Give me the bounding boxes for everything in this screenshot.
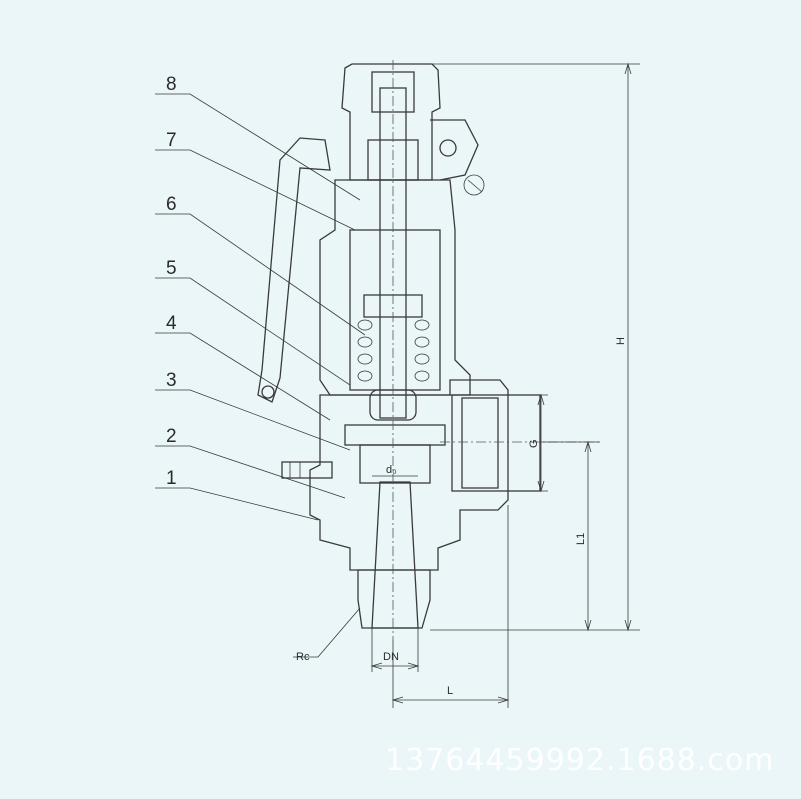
- spring-coils: [357, 319, 430, 382]
- stem-and-spring: [357, 87, 430, 421]
- dim-label-dn: DN: [383, 651, 399, 663]
- dimension-lines: [370, 62, 640, 708]
- part-label-2: 2: [166, 426, 177, 447]
- dimension-labels: H L1 G L DN Rc d₀: [296, 337, 627, 697]
- lifting-lever: [257, 119, 485, 403]
- dim-label-l1: L1: [575, 533, 587, 545]
- part-labels: 8 7 6 5 4 3 2 1: [166, 74, 177, 489]
- dim-label-rc: Rc: [296, 651, 310, 663]
- valve-body: [281, 63, 541, 629]
- part-label-1: 1: [166, 468, 177, 489]
- dim-label-d0: d₀: [386, 464, 397, 476]
- part-label-6: 6: [166, 194, 177, 215]
- part-label-4: 4: [166, 313, 177, 334]
- watermark-text: 13764459992.1688.com: [385, 743, 774, 778]
- part-label-8: 8: [166, 74, 177, 95]
- part-label-7: 7: [166, 130, 177, 151]
- part-label-5: 5: [166, 258, 177, 279]
- leader-lines: [155, 93, 366, 658]
- dim-label-l: L: [447, 685, 453, 697]
- part-label-3: 3: [166, 370, 177, 391]
- dim-label-g: G: [528, 439, 540, 448]
- dim-label-h: H: [615, 337, 627, 345]
- centre-lines: [392, 60, 600, 640]
